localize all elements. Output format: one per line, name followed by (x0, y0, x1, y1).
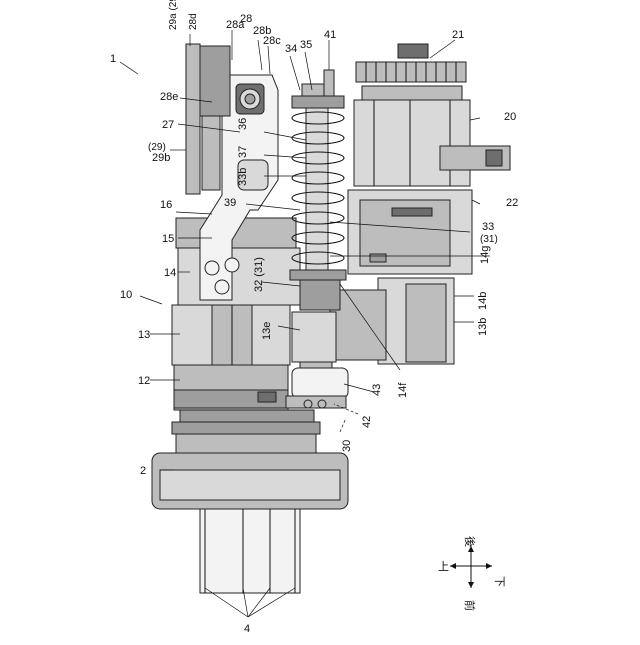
orientation-down: 下 (493, 576, 505, 587)
housing-part-14 (178, 248, 300, 305)
label-20: 20 (504, 111, 516, 123)
label-13e: 13e (261, 322, 273, 340)
label-4: 4 (244, 623, 250, 635)
block-part-13b (330, 278, 454, 364)
orientation-up: 上 (438, 560, 449, 573)
label-34: 34 (285, 43, 297, 55)
label-30: 30 (341, 440, 353, 452)
label-10: 10 (120, 289, 132, 301)
label-32: 32 (31) (253, 257, 265, 292)
label-27: 27 (162, 119, 174, 131)
label-35: 35 (300, 39, 312, 51)
label-29b: 29b (152, 152, 170, 164)
label-37: 37 (237, 146, 249, 158)
label-15: 15 (162, 233, 174, 245)
gear-part-21 (356, 44, 466, 82)
label-1: 1 (110, 53, 116, 65)
orientation-cross (450, 546, 492, 588)
motor-base-part-22 (348, 190, 472, 274)
label-28c: 28c (263, 35, 281, 47)
label-13b: 13b (477, 318, 489, 336)
motor-part-20 (354, 86, 470, 186)
label-39: 39 (224, 197, 236, 209)
label-13: 13 (138, 329, 150, 341)
label-33: 33 (482, 221, 494, 233)
label-14f: 14f (397, 382, 409, 398)
label-16: 16 (160, 199, 172, 211)
lever-part-43 (286, 368, 348, 408)
label-41: 41 (324, 29, 336, 41)
label-43: 43 (371, 384, 383, 396)
housing-part-12 (174, 365, 288, 410)
label-28e: 28e (160, 91, 178, 103)
connector-part-20 (440, 146, 510, 170)
label-14b: 14b (477, 292, 489, 310)
neck-rings (172, 410, 320, 453)
label-28d: 28d (188, 13, 199, 30)
orientation-front: 前 (463, 600, 477, 611)
grip-ring-part-2 (152, 453, 348, 509)
label-22: 22 (506, 197, 518, 209)
label-14g: 14g (479, 246, 491, 264)
label-21: 21 (452, 29, 464, 41)
label-2: 2 (140, 465, 146, 477)
label-29a: 29a (29) (168, 0, 179, 30)
label-14: 14 (164, 267, 176, 279)
label-28: 28 (240, 13, 252, 25)
label-12: 12 (138, 375, 150, 387)
label-36: 36 (237, 118, 249, 130)
label-33b: 33b (237, 168, 249, 186)
nozzle-body-part-4 (200, 505, 300, 593)
label-31: (31) (480, 234, 498, 245)
orientation-back: 後 (463, 536, 477, 547)
label-42: 42 (361, 416, 373, 428)
